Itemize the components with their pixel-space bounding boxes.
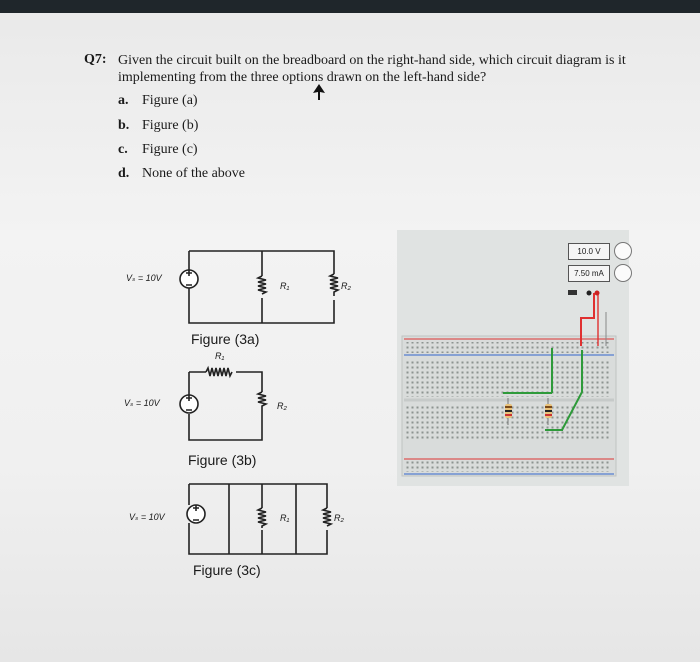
option-label: Figure (c)	[142, 142, 198, 157]
voltage-readout: 10.0 V	[568, 243, 610, 260]
figure-3a-circuit	[179, 250, 341, 324]
option-a[interactable]: a. Figure (a)	[118, 93, 198, 109]
current-readout: 7.50 mA	[568, 265, 610, 282]
fig3a-source-label: Vₛ = 10V	[126, 273, 162, 283]
option-label: None of the above	[142, 166, 246, 181]
figure-3c-caption: Figure (3c)	[193, 562, 261, 578]
figure-3b-caption: Figure (3b)	[188, 452, 257, 468]
option-d[interactable]: d. None of the above	[118, 166, 245, 182]
circuit-diagrams	[179, 250, 341, 555]
resistor-r1	[505, 398, 512, 425]
option-letter: d.	[118, 166, 130, 181]
question-text: Given the circuit built on the breadboar…	[118, 53, 626, 85]
option-c[interactable]: c. Figure (c)	[118, 142, 198, 158]
fig3c-r2-label: R₂	[334, 513, 344, 523]
option-label: Figure (b)	[142, 118, 199, 133]
question-number: Q7:	[84, 52, 107, 67]
fig3b-source-label: Vₛ = 10V	[124, 398, 160, 408]
option-label: Figure (a)	[142, 93, 198, 108]
voltage-knob[interactable]	[614, 242, 632, 260]
fig3a-r2-label: R₂	[341, 281, 351, 291]
option-letter: a.	[118, 93, 129, 108]
figure-3c-circuit	[186, 483, 334, 555]
fig3a-r1-label: R₁	[280, 281, 290, 291]
top-bar	[0, 0, 700, 13]
figure-3a-caption: Figure (3a)	[191, 331, 260, 347]
option-b[interactable]: b. Figure (b)	[118, 118, 198, 134]
fig3b-r2-label: R₂	[277, 401, 287, 411]
current-knob[interactable]	[614, 264, 632, 282]
option-letter: b.	[118, 118, 130, 133]
mouse-cursor-icon	[313, 84, 325, 100]
figure-3b-circuit	[179, 365, 269, 441]
fig3c-source-label: Vₛ = 10V	[129, 512, 165, 522]
fig3c-r1-label: R₁	[280, 513, 290, 523]
resistor-r2	[545, 398, 552, 425]
option-letter: c.	[118, 142, 128, 157]
fig3b-r1-label: R₁	[215, 351, 225, 361]
